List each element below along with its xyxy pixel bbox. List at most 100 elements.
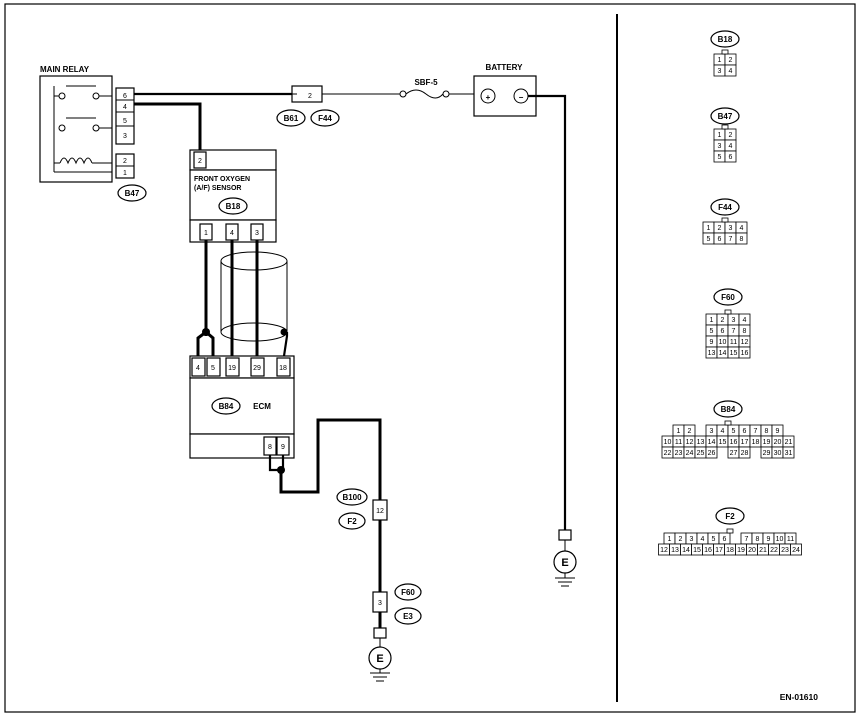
pin-number: 13 bbox=[697, 439, 705, 446]
wire-battery-to-ground bbox=[528, 94, 567, 530]
pin-number: 21 bbox=[759, 547, 767, 554]
connector-view-name: F44 bbox=[718, 203, 732, 212]
relay-pin-2: 2 bbox=[123, 158, 127, 165]
pin-number: 11 bbox=[675, 439, 682, 446]
pin-number: 22 bbox=[770, 547, 778, 554]
pin-number: 24 bbox=[686, 450, 694, 457]
pin-number: 26 bbox=[708, 450, 716, 457]
connector-tag-b47-label: B47 bbox=[125, 189, 140, 198]
ecm-pin-18: 18 bbox=[279, 365, 287, 372]
pin-number: 14 bbox=[708, 439, 716, 446]
pin-number: 9 bbox=[776, 428, 780, 435]
relay-pin-5: 5 bbox=[123, 118, 127, 125]
relay-pin-4: 4 bbox=[123, 104, 127, 111]
connector-b61-f44: 2 B61 F44 bbox=[276, 85, 340, 127]
pin-cell bbox=[782, 446, 795, 459]
pin-number: 6 bbox=[723, 536, 727, 543]
fuse-sbf5: SBF-5 bbox=[399, 78, 450, 99]
pin-number: 24 bbox=[792, 547, 800, 554]
pin-number: 5 bbox=[712, 536, 716, 543]
ecm-label: ECM bbox=[253, 402, 271, 411]
pin-number: 9 bbox=[767, 536, 771, 543]
pin-number: 29 bbox=[763, 450, 771, 457]
pin-number: 1 bbox=[668, 536, 672, 543]
sensor-pin-1: 1 bbox=[204, 230, 208, 237]
main-relay-pin-strip-upper bbox=[115, 87, 135, 145]
connector-tag-f2: F2 bbox=[347, 517, 357, 526]
ecm-pin-4: 4 bbox=[196, 365, 200, 372]
main-relay-title: MAIN RELAY bbox=[40, 65, 90, 74]
ecm-pin-19: 19 bbox=[228, 365, 236, 372]
pin-number: 5 bbox=[710, 328, 714, 335]
main-relay-body bbox=[39, 75, 113, 183]
pin-number: 2 bbox=[679, 536, 683, 543]
connector-view-name: B47 bbox=[718, 112, 733, 121]
battery: BATTERY + − bbox=[473, 63, 537, 117]
pin-number: 23 bbox=[675, 450, 683, 457]
svg-text:−: − bbox=[519, 93, 524, 102]
connector-view-name: F2 bbox=[725, 512, 735, 521]
sensor-pin-4: 4 bbox=[230, 230, 234, 237]
pin-number: 2 bbox=[718, 225, 722, 232]
connector-latch-icon bbox=[724, 420, 732, 426]
pin-number: 10 bbox=[719, 339, 727, 346]
connector-view-name: F60 bbox=[721, 293, 735, 302]
pin-number: 4 bbox=[743, 317, 747, 324]
pin-number: 15 bbox=[693, 547, 701, 554]
pin-cell bbox=[724, 150, 737, 163]
connector-view-name: B18 bbox=[718, 35, 733, 44]
pin-number: 7 bbox=[754, 428, 758, 435]
pin-number: 11 bbox=[787, 536, 794, 543]
connector-tag-b61: B61 bbox=[284, 114, 299, 123]
connector-tag-b84: B84 bbox=[219, 402, 234, 411]
ecm-pin-5: 5 bbox=[211, 365, 215, 372]
pin-number: 3 bbox=[732, 317, 736, 324]
shield-splice-icon bbox=[280, 328, 288, 336]
relay-switch-2-icon bbox=[58, 117, 112, 132]
connector-b100-f2-pin: 12 bbox=[376, 508, 384, 515]
sensor-top-pin: 2 bbox=[198, 158, 202, 165]
connector-latch-icon bbox=[726, 528, 734, 534]
pin-number: 10 bbox=[776, 536, 784, 543]
pin-number: 7 bbox=[745, 536, 749, 543]
battery-positive-icon bbox=[480, 88, 496, 104]
pin-number: 17 bbox=[715, 547, 723, 554]
wire-ecm-8 bbox=[268, 455, 280, 472]
pin-number: 22 bbox=[664, 450, 672, 457]
pin-number: 15 bbox=[730, 350, 738, 357]
pin-number: 19 bbox=[763, 439, 771, 446]
connector-tag-e3: E3 bbox=[403, 612, 413, 621]
pin-number: 1 bbox=[707, 225, 711, 232]
pin-number: 21 bbox=[785, 439, 793, 446]
pin-number: 13 bbox=[708, 350, 716, 357]
pin-number: 27 bbox=[730, 450, 738, 457]
relay-pin-6: 6 bbox=[123, 93, 127, 100]
ground-battery: E bbox=[553, 529, 577, 587]
pin-cell bbox=[738, 446, 751, 459]
pin-number: 3 bbox=[710, 428, 714, 435]
pin-cell bbox=[705, 446, 718, 459]
wire-relay-to-sensor bbox=[134, 102, 202, 150]
pin-cell bbox=[790, 543, 802, 556]
connector-tag-b18: B18 bbox=[226, 202, 241, 211]
main-relay: MAIN RELAY 6 4 5 bbox=[39, 65, 147, 202]
ground-battery-symbol: E bbox=[561, 557, 568, 569]
pin-number: 1 bbox=[718, 57, 722, 64]
pin-number: 3 bbox=[690, 536, 694, 543]
pin-cell bbox=[735, 232, 748, 245]
pin-number: 2 bbox=[729, 132, 733, 139]
pin-number: 2 bbox=[721, 317, 725, 324]
pin-number: 16 bbox=[704, 547, 712, 554]
sensor-label-line2: (A/F) SENSOR bbox=[194, 185, 241, 192]
ecm: 4 5 19 29 18 B84 ECM 8 9 bbox=[189, 355, 295, 459]
pin-number: 14 bbox=[682, 547, 690, 554]
pin-number: 19 bbox=[737, 547, 745, 554]
diagram-frame bbox=[4, 3, 856, 713]
pin-number: 12 bbox=[686, 439, 694, 446]
connector-f60-e3-pin: 3 bbox=[378, 600, 382, 607]
connector-tag-f44: F44 bbox=[318, 114, 332, 123]
